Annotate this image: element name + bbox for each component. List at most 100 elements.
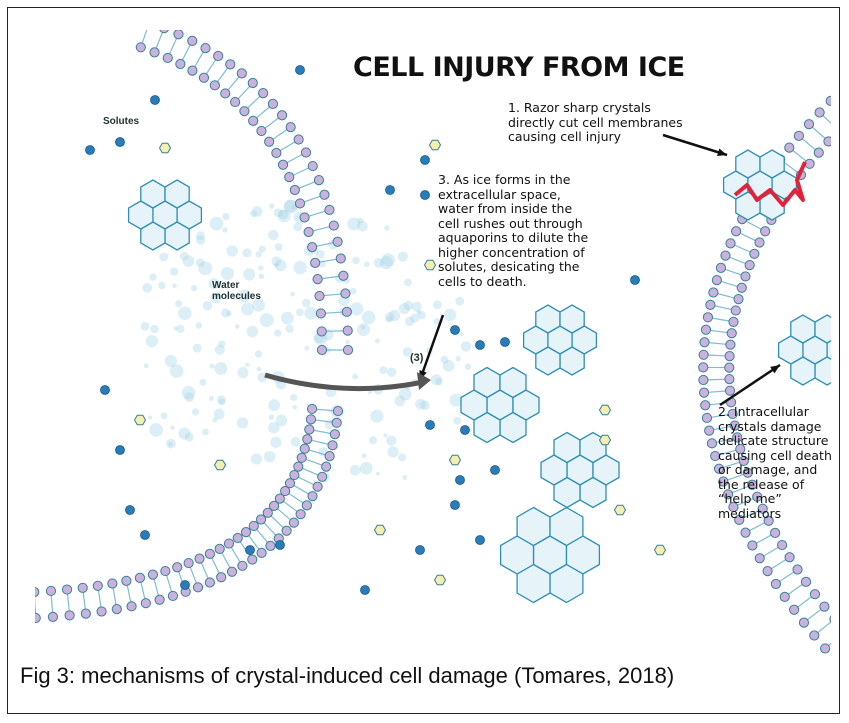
lipid-head <box>313 482 322 491</box>
lipid-head <box>306 415 315 424</box>
water-speck <box>281 312 294 325</box>
water-speck <box>275 243 283 251</box>
water-speck <box>402 475 407 480</box>
lipid-head <box>268 99 277 108</box>
lipid-head <box>821 644 830 653</box>
water-speck <box>203 301 213 311</box>
water-speck <box>296 308 304 316</box>
lipid-head <box>318 472 327 481</box>
solute-crystal <box>600 405 611 415</box>
lipid-tail <box>201 562 208 579</box>
lipid-head <box>329 221 338 230</box>
water-speck <box>304 346 309 351</box>
lipid-head <box>81 609 90 618</box>
water-speck <box>196 258 205 267</box>
solute-particle <box>276 541 285 550</box>
crystal-cell <box>165 180 189 208</box>
solute-particle <box>386 186 395 195</box>
lipid-head <box>193 583 202 592</box>
lipid-head <box>339 271 348 280</box>
water-speck <box>386 435 397 446</box>
lipid-head <box>308 243 317 252</box>
water-speck <box>150 325 158 333</box>
lipid-head <box>763 567 772 576</box>
lipid-head <box>789 605 798 614</box>
lipid-tail <box>231 547 240 562</box>
figure-frame: CELL INJURY FROM ICE 1. Razor sharp crys… <box>7 7 840 714</box>
water-speck <box>170 364 184 378</box>
water-speck <box>270 437 281 448</box>
lipid-head <box>778 540 787 549</box>
water-speck <box>271 256 281 266</box>
water-speck <box>444 309 457 322</box>
lipid-tail <box>51 595 52 613</box>
lipid-tail <box>271 516 284 528</box>
lipid-tail <box>141 582 145 600</box>
solute-particle <box>451 501 460 510</box>
water-speck <box>268 230 279 241</box>
lipid-head <box>706 300 715 309</box>
lipid-head <box>65 611 74 620</box>
solute-particle <box>116 138 125 147</box>
ice-crystal <box>501 508 600 603</box>
water-speck <box>375 338 380 343</box>
water-speck <box>149 273 157 281</box>
lipid-head <box>794 131 803 140</box>
water-speck <box>269 414 275 420</box>
lipid-head <box>699 388 708 397</box>
crystal-cell <box>500 368 526 398</box>
water-speck <box>290 394 297 401</box>
lipid-head <box>294 135 303 144</box>
lipid-head <box>210 81 219 90</box>
crystal-cell <box>791 315 815 343</box>
lipid-head <box>820 602 829 611</box>
water-speck <box>226 245 237 256</box>
lipid-head <box>824 137 831 146</box>
lipid-head <box>112 604 121 613</box>
water-speck <box>405 317 414 326</box>
lipid-head <box>805 159 814 168</box>
lipid-tail <box>293 485 309 494</box>
water-speck <box>196 231 205 240</box>
solutes-label: Solutes <box>103 116 139 127</box>
water-speck <box>144 363 149 368</box>
lipid-tail <box>293 168 309 176</box>
solute-crystal <box>375 525 386 535</box>
crystal-cell <box>580 478 606 508</box>
lipid-head <box>810 590 819 599</box>
lipid-head <box>184 558 193 567</box>
lipid-head <box>97 607 106 616</box>
water-speck <box>255 251 261 257</box>
lipid-head <box>230 97 239 106</box>
lipid-head <box>737 283 746 292</box>
water-speck <box>173 326 177 330</box>
lipid-head <box>240 107 249 116</box>
arrow-shaft <box>420 315 443 380</box>
water-speck <box>146 335 158 347</box>
lipid-head <box>62 585 71 594</box>
water-speck <box>278 210 288 220</box>
lipid-head <box>168 591 177 600</box>
lipid-head <box>78 583 87 592</box>
lipid-tail <box>283 501 297 512</box>
water-speck <box>276 415 288 427</box>
water-speck <box>199 379 206 386</box>
water-speck <box>226 311 232 317</box>
lipid-head <box>226 60 235 69</box>
lipid-head <box>699 363 708 372</box>
lipid-head <box>249 521 258 530</box>
lipid-head <box>333 406 342 415</box>
annotation-2: 2. Intracellular crystals damage delicat… <box>718 405 843 521</box>
lipid-head <box>304 227 313 236</box>
lipid-tail <box>712 318 730 321</box>
water-speck <box>182 386 196 400</box>
water-speck <box>245 362 250 367</box>
lipid-head <box>217 573 226 582</box>
crystal-cell <box>554 433 580 463</box>
water-speck <box>347 217 360 230</box>
lipid-tail <box>247 96 260 108</box>
lipid-head <box>108 579 117 588</box>
water-speck <box>364 261 370 267</box>
lipid-head <box>826 96 831 105</box>
lipid-tail <box>709 343 727 345</box>
